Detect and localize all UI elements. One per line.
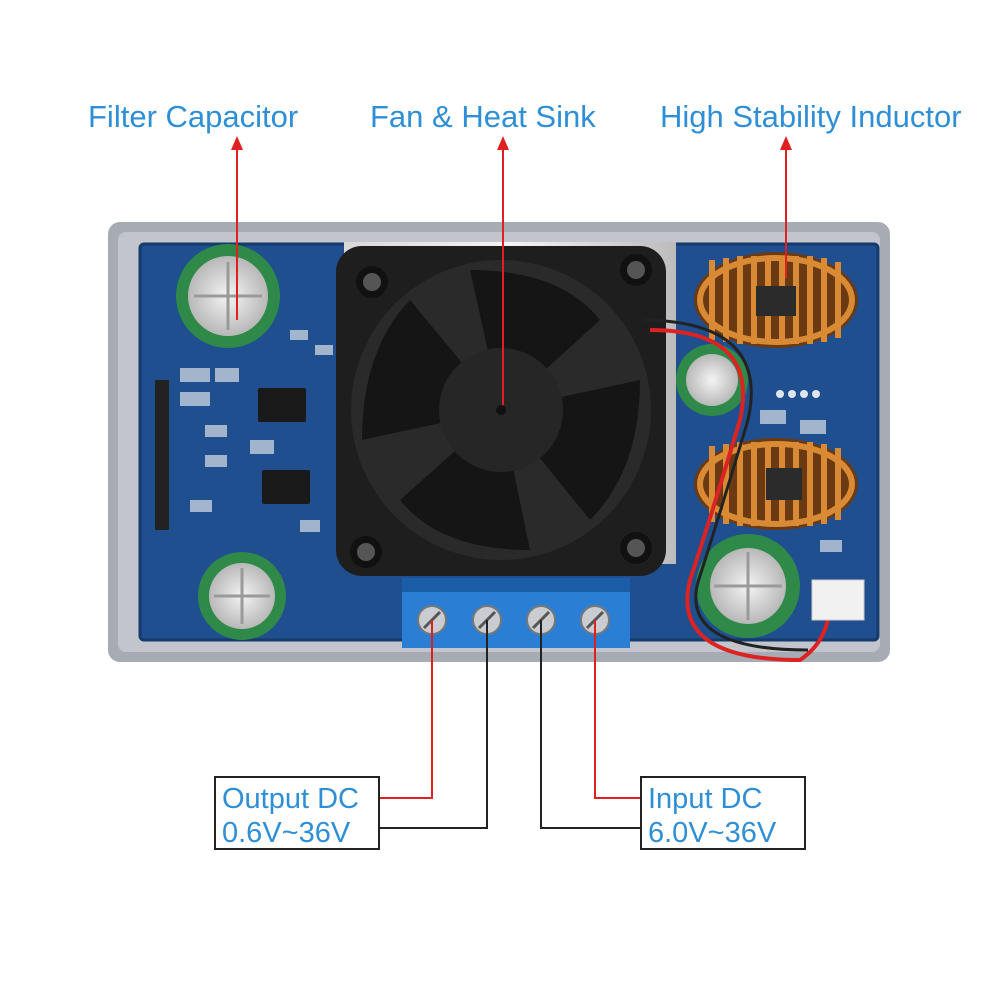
pin-header <box>155 380 169 530</box>
filter-capacitor-bottom <box>198 552 286 640</box>
input-leaders <box>540 620 640 829</box>
inductor-top <box>694 252 858 348</box>
smd-components <box>180 330 842 552</box>
connector-pads <box>776 390 820 398</box>
fan-wires <box>649 328 832 663</box>
input-dc-range: 6.0V~36V <box>648 817 777 849</box>
filter-capacitor-label: Filter Capacitor <box>88 99 299 134</box>
capacitor-right-large <box>696 534 800 638</box>
annotation-arrows <box>236 148 787 405</box>
fan <box>336 246 666 576</box>
ic-chips <box>258 388 310 504</box>
fan-heat-sink-label: Fan & Heat Sink <box>370 99 596 134</box>
fan-connector <box>811 579 865 621</box>
inductor-label: High Stability Inductor <box>660 99 962 134</box>
capacitor-right-small <box>676 344 748 416</box>
input-dc-title: Input DC <box>648 783 763 815</box>
output-dc-title: Output DC <box>222 783 359 815</box>
output-dc-range: 0.6V~36V <box>222 817 351 849</box>
input-dc-box: Input DC 6.0V~36V <box>640 776 806 850</box>
output-leaders <box>380 620 488 829</box>
filter-capacitor-top <box>176 244 280 348</box>
output-dc-box: Output DC 0.6V~36V <box>214 776 380 850</box>
